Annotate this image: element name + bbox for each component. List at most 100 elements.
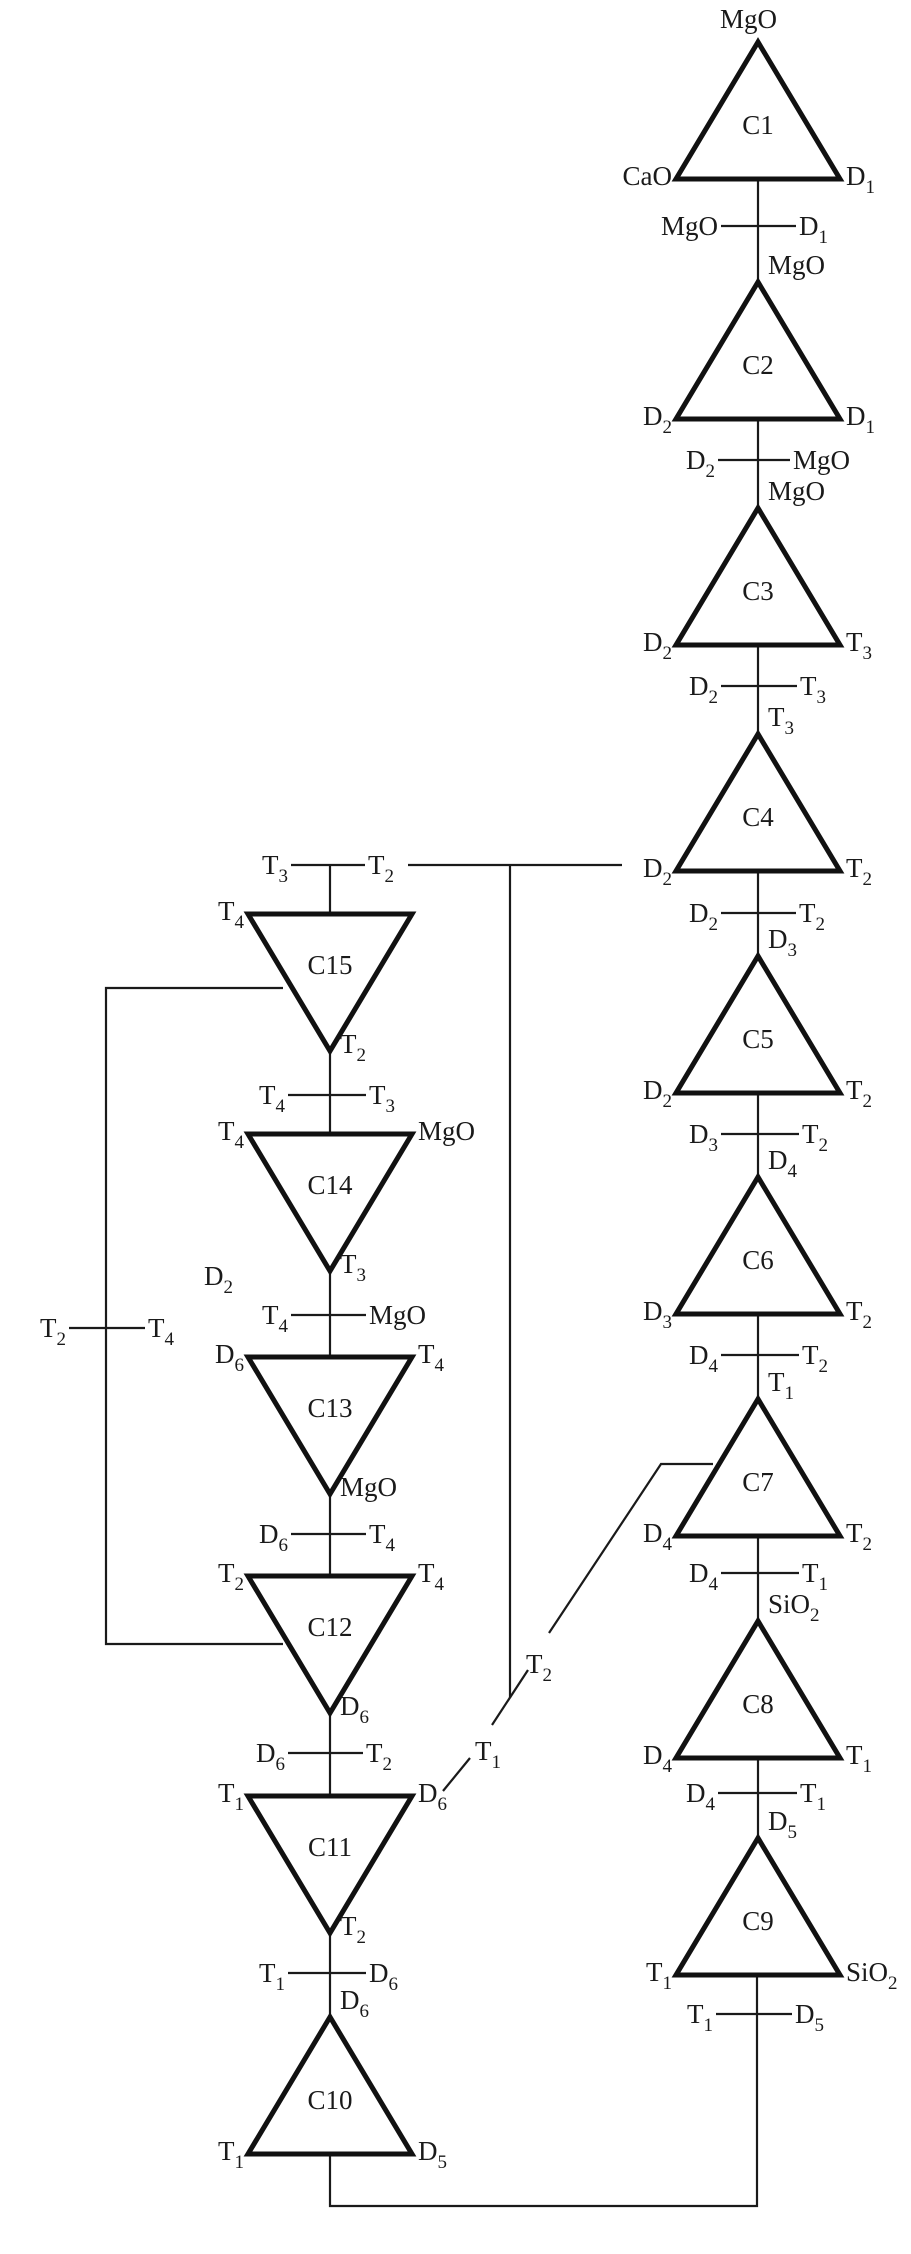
triangle-c3 (671, 503, 845, 648)
triangle-c14 (243, 1131, 417, 1276)
vertex-label-c3-left: D2 (643, 627, 672, 664)
vertex-label-c2-right: D1 (846, 401, 875, 438)
triangle-label-c4: C4 (742, 802, 774, 832)
vertex-label-c5-top: D3 (768, 924, 797, 961)
triangle-label-c12: C12 (307, 1612, 352, 1642)
chain-link-C10-C9 (328, 1975, 759, 2208)
tie-label-c7-c8-left: D4 (689, 1558, 719, 1595)
triangle-c4 (671, 729, 845, 874)
vertex-label-c6-top: D4 (768, 1145, 798, 1182)
tie-label-c11-c12-left: D6 (256, 1738, 285, 1775)
triangle-c2 (671, 277, 845, 422)
tie-label-c3-c4-right: T3 (800, 671, 826, 708)
vertex-label-c6-left: D3 (643, 1296, 672, 1333)
triangle-label-c8: C8 (742, 1689, 774, 1719)
vertex-label-c1-top: MgO (720, 4, 777, 34)
triangle-label-c1: C1 (742, 110, 774, 140)
vertex-label-c15-bottom: T2 (340, 1029, 366, 1066)
vertex-label-c13-right: T4 (418, 1339, 445, 1376)
tie-label-c12-c15-right: T4 (148, 1313, 175, 1350)
tie-label-c2-c3-left: D2 (686, 445, 715, 482)
tie-label-c13-c14-right: MgO (369, 1300, 426, 1330)
tie-label-c15-c4-left: T3 (262, 850, 288, 887)
triangle-c11 (243, 1793, 417, 1938)
tie-label-c8-c9-right: T1 (800, 1778, 826, 1815)
vertex-label-c14-right: MgO (418, 1116, 475, 1146)
tie-label-c11-c12-right: T2 (366, 1738, 392, 1775)
vertex-label-c9-right: SiO2 (846, 1957, 898, 1994)
connector-C7-diagonal-middle (491, 1669, 529, 1726)
tie-label-c5-c6-right: T2 (802, 1119, 828, 1156)
tie-label-c1-c2-right: D1 (799, 211, 828, 248)
tie-label-c4-c5-right: T2 (799, 898, 825, 935)
stray-label-d2: D2 (204, 1261, 233, 1298)
vertex-label-c10-right: D5 (418, 2136, 447, 2173)
triangle-c8 (671, 1616, 845, 1761)
vertex-label-c8-left: D4 (643, 1740, 673, 1777)
triangle-c9 (671, 1833, 845, 1978)
vertex-label-c15-left: T4 (218, 896, 245, 933)
triangle-c10 (243, 2012, 417, 2157)
vertex-label-c12-bottom: D6 (340, 1691, 369, 1728)
triangle-c12 (243, 1573, 417, 1718)
vertex-label-c8-top: SiO2 (768, 1589, 820, 1626)
tie-label-c7-c8-right: T1 (802, 1558, 828, 1595)
tie-label-c7-c11-lower: T1 (475, 1736, 501, 1773)
vertex-label-c10-left: T1 (218, 2136, 244, 2173)
vertex-label-c11-right: D6 (418, 1778, 447, 1815)
vertex-label-c4-left: D2 (643, 853, 672, 890)
vertex-label-c14-left: T4 (218, 1116, 245, 1153)
vertex-label-c12-left: T2 (218, 1558, 244, 1595)
vertex-label-c4-right: T2 (846, 853, 872, 890)
triangle-label-c6: C6 (742, 1245, 774, 1275)
triangle-c7 (671, 1394, 845, 1539)
tie-label-c12-c13-right: T4 (369, 1519, 396, 1556)
vertex-label-c14-bottom: T3 (340, 1249, 366, 1286)
triangle-label-c14: C14 (307, 1170, 353, 1200)
triangle-c6 (671, 1172, 845, 1317)
triangle-label-c15: C15 (307, 950, 352, 980)
tie-label-c9-c10-left: T1 (687, 1999, 713, 2036)
vertex-label-c2-left: D2 (643, 401, 672, 438)
vertex-label-c10-top: D6 (340, 1985, 369, 2022)
vertex-label-c3-top: MgO (768, 476, 825, 506)
vertex-label-c5-left: D2 (643, 1075, 672, 1112)
connector-C7-diagonal-lower (442, 1757, 471, 1792)
vertex-label-c4-top: T3 (768, 702, 794, 739)
vertex-label-c7-left: D4 (643, 1518, 673, 1555)
vertex-label-c11-left: T1 (218, 1778, 244, 1815)
tie-label-c7-c11-upper: T2 (526, 1649, 552, 1686)
vertex-label-c1-right: D1 (846, 161, 875, 198)
triangle-label-c11: C11 (308, 1832, 352, 1862)
vertex-label-c11-bottom: T2 (340, 1911, 366, 1948)
tie-label-c4-c5-left: D2 (689, 898, 718, 935)
vertex-label-c5-right: T2 (846, 1075, 872, 1112)
vertex-label-c6-right: T2 (846, 1296, 872, 1333)
tie-label-c6-c7-right: T2 (802, 1340, 828, 1377)
vertex-label-c7-top: T1 (768, 1367, 794, 1404)
vertex-label-c9-top: D5 (768, 1806, 797, 1843)
tie-label-c10-c11-right: D6 (369, 1958, 398, 1995)
tie-label-c14-c15-right: T3 (369, 1080, 395, 1117)
tie-label-c1-c2-left: MgO (661, 211, 718, 241)
vertex-label-c3-right: T3 (846, 627, 872, 664)
tie-label-c15-c4-right: T2 (368, 850, 394, 887)
triangle-c13 (243, 1354, 417, 1499)
triangle-label-c3: C3 (742, 576, 774, 606)
connector-loop-C15-C12 (104, 986, 283, 1646)
tie-label-c8-c9-left: D4 (686, 1778, 716, 1815)
vertex-label-c2-top: MgO (768, 250, 825, 280)
tie-label-c3-c4-left: D2 (689, 671, 718, 708)
vertex-label-c7-right: T2 (846, 1518, 872, 1555)
triangle-c1 (671, 37, 845, 182)
triangle-c5 (671, 951, 845, 1096)
vertex-label-c9-left: T1 (646, 1957, 672, 1994)
vertex-label-c13-left: D6 (215, 1339, 244, 1376)
tie-label-c2-c3-right: MgO (793, 445, 850, 475)
tie-label-c13-c14-left: T4 (262, 1300, 289, 1337)
triangle-label-c10: C10 (307, 2085, 352, 2115)
connector-C7-diagonal-upper (548, 1462, 713, 1634)
tie-label-c12-c13-left: D6 (259, 1519, 288, 1556)
vertex-label-c12-right: T4 (418, 1558, 445, 1595)
